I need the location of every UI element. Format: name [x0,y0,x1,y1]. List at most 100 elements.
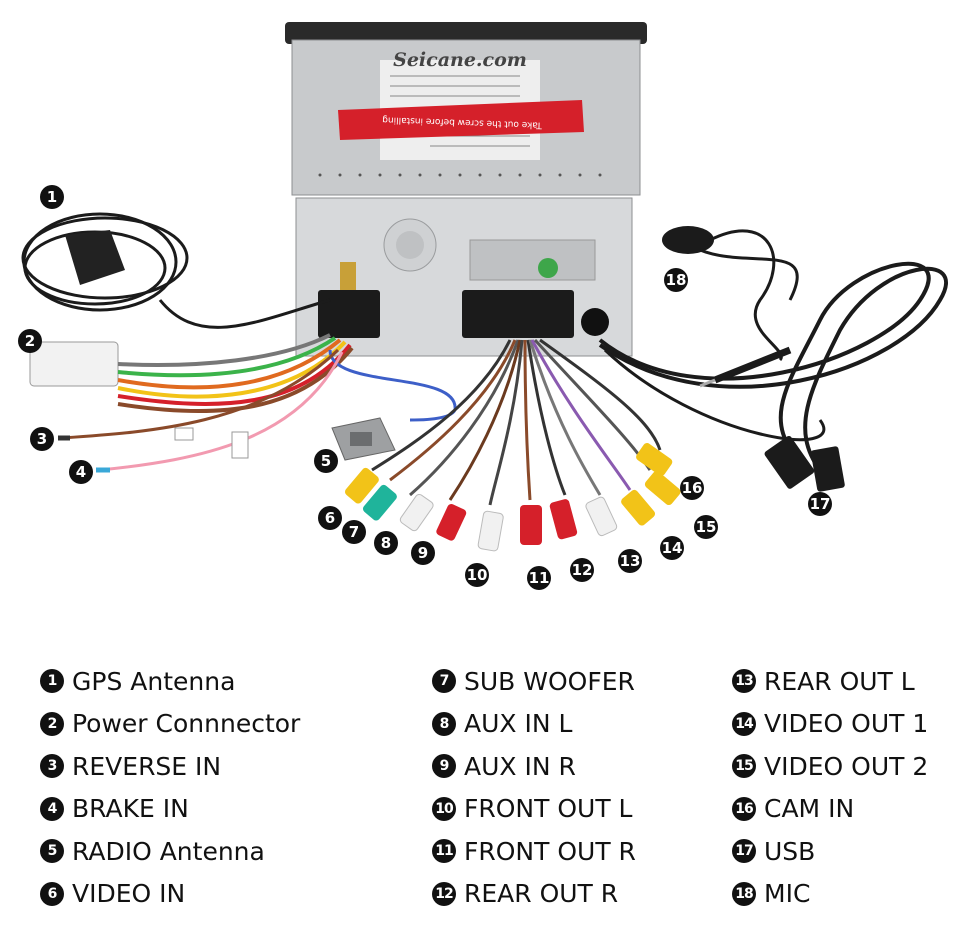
callout-5: 5 [314,449,338,473]
legend-item: 11 FRONT OUT R [432,830,636,873]
svg-text:4: 4 [76,463,86,481]
warning-sticker: Take out the screw before installing [338,100,584,140]
usb-cable [598,261,948,492]
callout-6: 6 [318,506,342,530]
callout-3: 3 [30,427,54,451]
callout-14: 14 [660,536,684,560]
number-badge: 8 [432,711,456,736]
gps-antenna [21,212,331,329]
svg-text:6: 6 [325,509,335,527]
number-badge: 11 [432,839,456,864]
radio-antenna-connector [331,417,396,461]
legend-label: AUX IN L [464,709,573,739]
number-badge: 2 [40,711,64,736]
callout-15: 15 [694,515,718,539]
svg-text:10: 10 [467,566,488,584]
legend-item: 9 AUX IN R [432,745,636,788]
legend-column-3: 13 REAR OUT L 14 VIDEO OUT 1 15 VIDEO OUT 2… [732,660,928,915]
number-badge: 6 [40,881,64,906]
svg-text:3: 3 [37,430,47,448]
legend-label: SUB WOOFER [464,666,635,696]
legend-label: Power Connnector [72,709,301,739]
legend-item: 17 USB [732,830,928,873]
svg-text:17: 17 [810,495,831,513]
number-badge: 17 [732,839,756,864]
legend-label: VIDEO OUT 2 [764,751,929,781]
legend-label: AUX IN R [464,751,576,781]
callout-2: 2 [18,329,42,353]
number-badge: 10 [432,796,456,821]
legend-label: VIDEO OUT 1 [764,709,929,739]
wiring-diagram: Seicane.com Take out the screw before in… [18,22,948,590]
legend-label: GPS Antenna [72,666,236,696]
legend-label: REAR OUT R [464,879,619,909]
callout-1: 1 [40,185,64,209]
callout-9: 9 [411,541,435,565]
callout-13: 13 [618,549,642,573]
legend-label: MIC [764,879,811,909]
number-badge: 9 [432,754,456,779]
callout-7: 7 [342,520,366,544]
rca-cables [371,338,662,506]
svg-text:18: 18 [666,271,687,289]
legend-label: CAM IN [764,794,855,824]
svg-text:12: 12 [572,561,593,579]
legend-item: 7 SUB WOOFER [432,660,636,703]
number-badge: 18 [732,881,756,906]
svg-text:13: 13 [620,552,641,570]
number-badge: 5 [40,839,64,864]
legend-item: 15 VIDEO OUT 2 [732,745,928,788]
legend-item: 10 FRONT OUT L [432,788,636,831]
legend-label: FRONT OUT L [464,794,633,824]
svg-text:5: 5 [321,452,331,470]
legend-label: FRONT OUT R [464,836,636,866]
number-badge: 1 [40,669,64,694]
svg-text:15: 15 [696,518,717,536]
svg-text:16: 16 [682,479,703,497]
number-badge: 14 [732,711,756,736]
svg-text:11: 11 [529,569,550,587]
legend-label: USB [764,836,816,866]
brand-label: Seicane.com [393,49,527,71]
callout-17: 17 [808,492,832,516]
legend-label: VIDEO IN [72,879,186,909]
number-badge: 15 [732,754,756,779]
legend-item: 16 CAM IN [732,788,928,831]
callout-8: 8 [374,531,398,555]
power-harness [29,333,457,422]
callout-4: 4 [69,460,93,484]
legend-item: 2 Power Connnector [40,703,300,746]
svg-text:2: 2 [25,332,35,350]
svg-text:14: 14 [662,539,683,557]
legend-item: 8 AUX IN L [432,703,636,746]
legend-item: 14 VIDEO OUT 1 [732,703,928,746]
number-badge: 16 [732,796,756,821]
callout-16: 16 [680,476,704,500]
callout-12: 12 [570,558,594,582]
legend-item: 6 VIDEO IN [40,873,300,916]
legend-item: 1 GPS Antenna [40,660,300,703]
legend-label: REAR OUT L [764,666,915,696]
number-badge: 3 [40,754,64,779]
number-badge: 12 [432,881,456,906]
reverse-brake-wires [58,348,344,473]
legend-label: REVERSE IN [72,751,222,781]
svg-text:8: 8 [381,534,391,552]
legend-item: 5 RADIO Antenna [40,830,300,873]
legend-item: 3 REVERSE IN [40,745,300,788]
svg-text:9: 9 [418,544,428,562]
legend-item: 12 REAR OUT R [432,873,636,916]
legend-column-1: 1 GPS Antenna 2 Power Connnector 3 REVERSE … [40,660,300,915]
number-badge: 13 [732,669,756,694]
rca-plugs [344,443,681,552]
mic [662,226,799,388]
callout-11: 11 [527,566,551,590]
callout-10: 10 [465,563,489,587]
legend-label: BRAKE IN [72,794,189,824]
legend-label: RADIO Antenna [72,836,265,866]
head-unit: Seicane.com Take out the screw before in… [285,22,647,357]
number-badge: 7 [432,669,456,694]
svg-text:7: 7 [349,523,359,541]
